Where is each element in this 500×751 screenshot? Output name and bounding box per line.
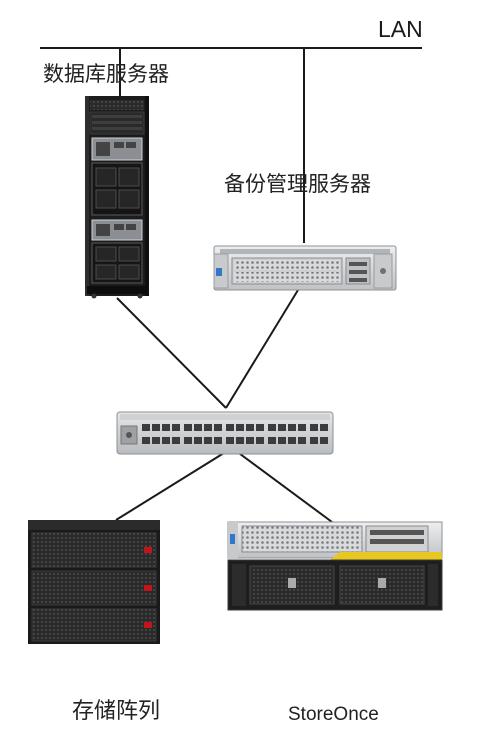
network-switch-icon: [116, 411, 334, 455]
storage-array-label: 存储阵列: [72, 699, 161, 724]
switch-to-storeonce-line: [231, 447, 333, 523]
connection-lines: [40, 47, 422, 523]
database-server-icon: [85, 96, 149, 299]
switch-to-storage-line: [115, 447, 233, 521]
lan-label: LAN: [378, 16, 423, 42]
storage-array-icon: [28, 520, 160, 644]
database-server-label: 数据库服务器: [43, 62, 169, 86]
storeonce-appliance-icon: [227, 521, 443, 611]
backup-server-icon: [213, 245, 397, 291]
storeonce-label: StoreOnce: [288, 704, 379, 725]
backup-to-switch-line: [225, 289, 299, 409]
database-to-switch-line: [116, 297, 227, 409]
backup-server-label: 备份管理服务器: [224, 172, 371, 196]
